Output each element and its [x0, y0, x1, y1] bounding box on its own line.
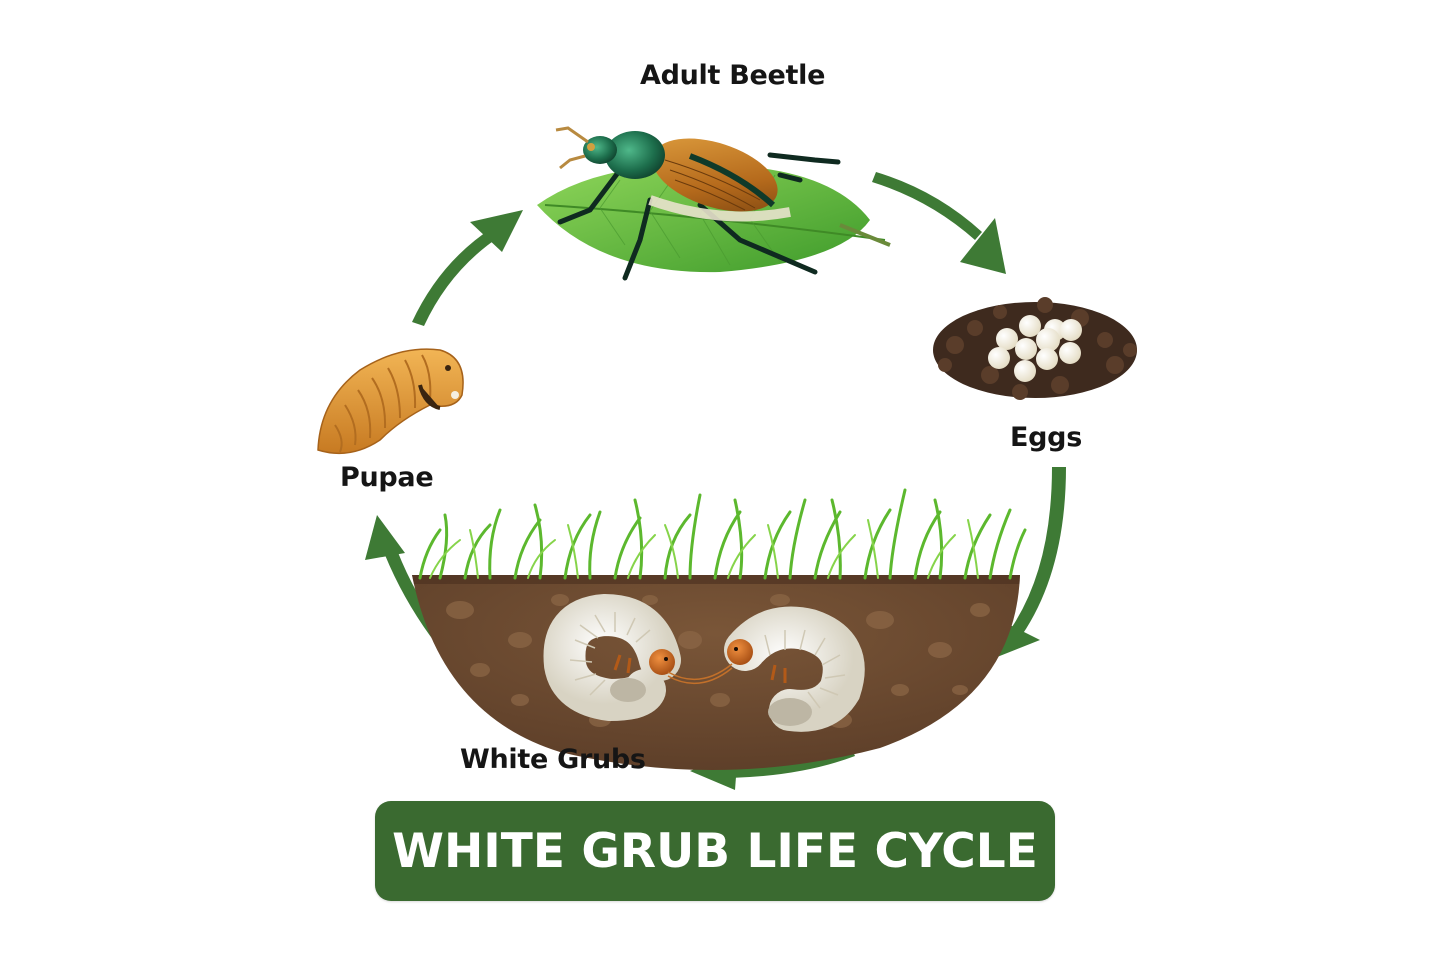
arrow-adult-to-eggs-icon	[872, 172, 1006, 274]
eggs-icon	[933, 297, 1137, 400]
soil-cross-section-icon	[412, 488, 1027, 771]
arrow-pupae-to-adult-icon	[412, 210, 523, 326]
stage-label-adult-beetle: Adult Beetle	[640, 60, 826, 91]
grass-icon	[418, 488, 1027, 580]
stage-label-eggs: Eggs	[1010, 422, 1082, 453]
arrow-to-pupae-icon	[365, 515, 503, 708]
stage-label-white-grubs: White Grubs	[460, 744, 646, 775]
grub-right-icon	[724, 606, 865, 732]
adult-beetle-icon	[537, 126, 891, 281]
pupa-icon	[317, 348, 464, 455]
grub-left-icon	[543, 593, 681, 722]
title-banner: WHITE GRUB LIFE CYCLE	[375, 801, 1055, 901]
diagram-title: WHITE GRUB LIFE CYCLE	[392, 823, 1038, 879]
stage-label-pupae: Pupae	[340, 462, 434, 493]
